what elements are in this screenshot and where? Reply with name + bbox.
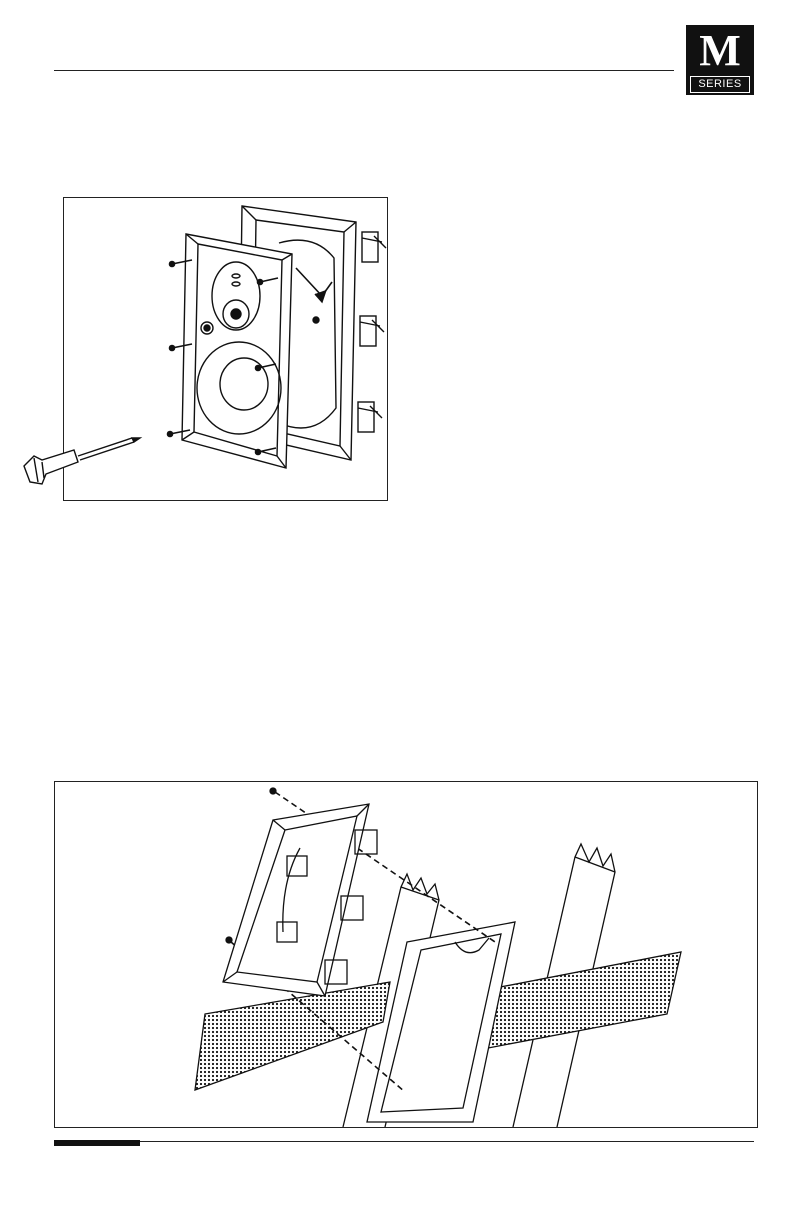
logo-letter: M: [686, 25, 754, 75]
screwdriver: [24, 438, 140, 484]
wall-bracket-install-illustration: [55, 782, 757, 1127]
m-series-logo: M SERIES: [686, 25, 754, 95]
speaker-removal-figure: [63, 197, 388, 501]
logo-series-label: SERIES: [690, 76, 750, 93]
left-mesh-strip: [195, 982, 390, 1090]
header-rule: [54, 70, 674, 71]
front-baffle: [182, 234, 292, 468]
back-box: [367, 922, 515, 1122]
wall-install-figure: [54, 781, 758, 1128]
footer-rule: [140, 1141, 754, 1142]
speaker-frame: [223, 804, 377, 996]
footer-bar: [54, 1140, 140, 1146]
speaker-frame-exploded-illustration: [64, 198, 389, 502]
